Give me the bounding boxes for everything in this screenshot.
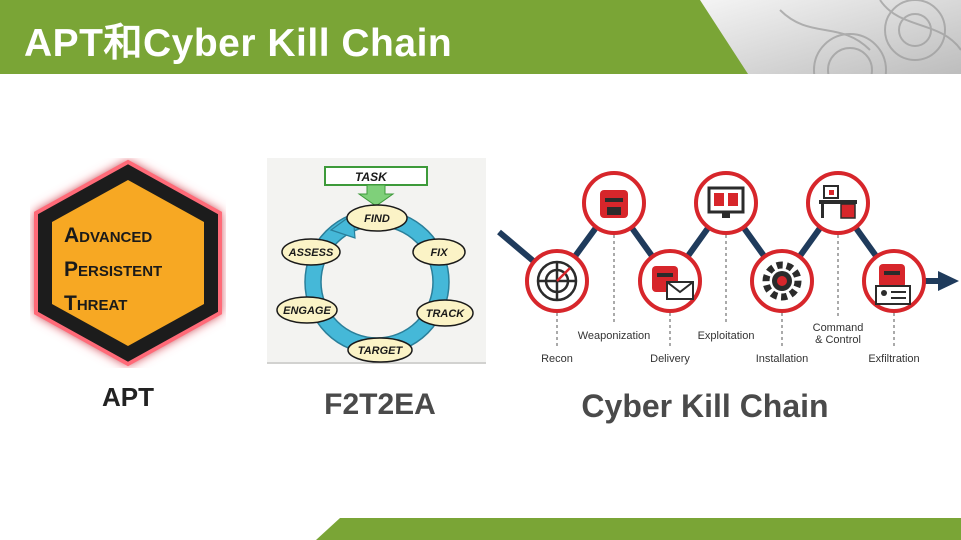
stage-label-weaponization: Weaponization <box>578 330 651 342</box>
desk-icon <box>819 185 857 219</box>
monitor-icon <box>707 186 745 218</box>
stage-fix-label: FIX <box>430 247 448 259</box>
stage-label-exfiltration: Exfiltration <box>868 353 919 365</box>
stage-engage-label: ENGAGE <box>283 305 331 317</box>
stage-label-exploitation: Exploitation <box>698 330 755 342</box>
stage-target-label: TARGET <box>358 345 404 357</box>
apt-logo-line-persistent: Persistent <box>64 258 162 281</box>
stage-track-label: TRACK <box>426 308 466 320</box>
radar-icon <box>536 260 578 302</box>
caption-cyber-kill-chain: Cyber Kill Chain <box>581 388 829 424</box>
footer-bar <box>316 518 961 540</box>
stage-track-oval <box>416 299 474 327</box>
stage-assess-label: ASSESS <box>288 247 334 259</box>
stage-label-installation: Installation <box>756 353 809 365</box>
stage-label-command: Command <box>813 322 864 334</box>
bot-icon <box>600 190 628 218</box>
caption-apt: APT <box>102 382 154 412</box>
gear-icon <box>762 261 802 301</box>
apt-hexagon-logo: Advanced Persistent Threat <box>34 159 222 367</box>
stage-find-oval <box>346 204 408 232</box>
stage-find-label: FIND <box>364 213 390 225</box>
stage-target-oval <box>347 337 413 363</box>
apt-logo-line-threat: Threat <box>64 292 127 315</box>
stage-label-control: & Control <box>815 334 861 346</box>
apt-logo-line-advanced: Advanced <box>64 224 152 247</box>
task-label: TASK <box>355 170 388 184</box>
header-decoration-image <box>700 0 961 74</box>
page-title: APT和Cyber Kill Chain <box>24 22 453 65</box>
f2t2ea-cycle-diagram: TASK FIND FIX TRACK TARGET ENGAGE ASSESS <box>267 158 486 364</box>
stage-label-delivery: Delivery <box>650 353 690 365</box>
cyber-kill-chain-diagram: Recon Weaponization Delivery Exploitatio… <box>497 171 959 365</box>
caption-f2t2ea: F2T2EA <box>324 388 436 421</box>
bot-envelope-icon <box>652 266 694 300</box>
stage-fix-oval <box>412 238 466 266</box>
stage-label-recon: Recon <box>541 353 573 365</box>
task-down-arrow <box>357 184 395 207</box>
stage-engage-oval <box>276 296 338 324</box>
stage-assess-oval <box>281 238 341 266</box>
chain-end-arrowhead <box>938 271 959 291</box>
bot-id-card-icon <box>875 264 911 305</box>
